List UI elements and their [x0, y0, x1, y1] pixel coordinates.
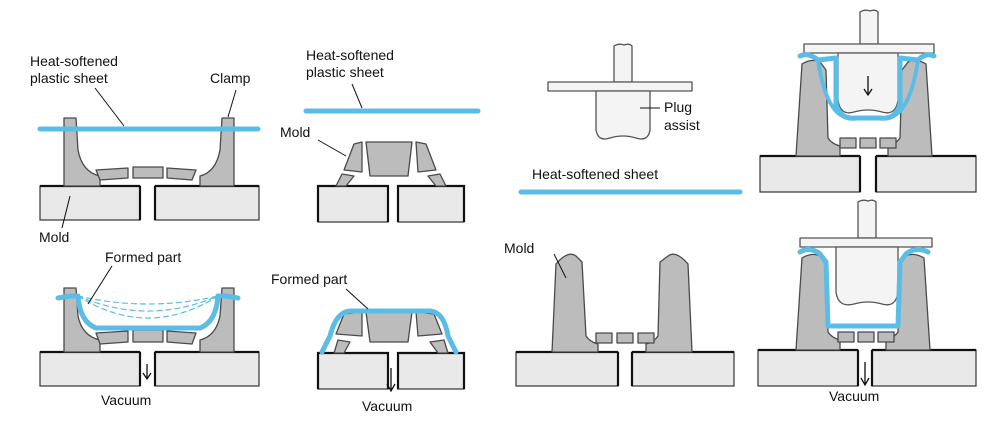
vacuum-label: Vacuum: [362, 398, 412, 414]
mold-base-right: [871, 349, 977, 387]
base-rim: [316, 351, 466, 389]
sheet-leader: [351, 83, 363, 109]
mold-cavity-block: [839, 137, 857, 149]
sheet-leader: [94, 87, 125, 127]
panel-drape-setup: Heat-softened plastic sheet Mold: [280, 47, 481, 223]
plug-rod: [613, 43, 633, 83]
mold-foot-left: [333, 339, 351, 354]
formed-sheet: [797, 246, 931, 329]
panel-plug-pressing: [759, 9, 977, 193]
mold-piece-left: [343, 141, 363, 173]
vacuum-arrow: [142, 364, 152, 381]
mold-base-right: [397, 185, 465, 223]
sheet-stage-dashed: [77, 295, 219, 312]
plug-plate: [803, 43, 935, 54]
sheet-label: Heat-softened: [306, 47, 394, 63]
formed-label: Formed part: [105, 249, 181, 265]
mold-foot-left: [335, 173, 355, 187]
mold-base-right: [631, 351, 735, 387]
sheet-stage-dashed: [77, 295, 219, 305]
mold-cavity-block: [837, 331, 855, 343]
mold-label: Mold: [504, 240, 534, 256]
sheet-label: plastic sheet: [30, 70, 108, 86]
sheet-label: plastic sheet: [306, 64, 384, 80]
mold-cavity-block: [132, 329, 164, 343]
mold-base-left: [757, 349, 859, 387]
formed-label: Formed part: [271, 271, 347, 287]
plug-plate: [799, 237, 933, 248]
plug-label: assist: [664, 117, 700, 133]
stretched-sheet: [816, 58, 920, 120]
sheet-label: Heat-softened sheet: [532, 166, 658, 182]
mold-base-right: [154, 185, 260, 221]
mold-cavity-block: [616, 332, 634, 344]
panel-plug-setup: Plug assist Heat-softened sheet Mold: [504, 43, 743, 387]
mold-base-left: [39, 185, 141, 221]
mold-cavity-block: [637, 332, 655, 344]
plug-down-arrow: [863, 76, 873, 97]
mold-cavity-block: [859, 137, 877, 149]
mold-wall-left: [63, 287, 101, 353]
mold-piece-center: [365, 141, 413, 177]
mold-foot-right: [427, 173, 447, 187]
mold-cavity-block: [166, 330, 197, 345]
vacuum-label: Vacuum: [829, 388, 879, 404]
plug-plate: [547, 81, 693, 92]
mold-base-left: [317, 352, 389, 390]
mold-base-left: [39, 351, 141, 387]
mold-foot-right: [429, 339, 449, 354]
panel-vacuum-formed: Formed part Vacuum: [39, 249, 260, 408]
mold-leader: [317, 139, 347, 157]
vacuum-arrow: [386, 368, 396, 393]
mold-cavity-block: [132, 166, 164, 179]
mold-wall-left: [63, 117, 101, 187]
mold-wall-left: [795, 253, 841, 351]
mold-cavity-block: [595, 332, 613, 344]
mold-cavity-block: [879, 137, 897, 149]
plug-body: [595, 90, 651, 140]
mold-base-right: [397, 352, 465, 390]
vacuum-arrow: [860, 362, 870, 387]
mold-wall-right: [885, 253, 931, 351]
panel-drape-formed: Formed part Vacuum: [271, 271, 466, 414]
mold-leader: [553, 253, 567, 279]
mold-cavity-block: [95, 167, 129, 181]
mold-base-left: [759, 155, 861, 193]
mold-wall-right: [199, 117, 235, 187]
formed-sheet: [319, 308, 459, 355]
clamp-leader: [227, 89, 237, 118]
stretched-sheet: [797, 52, 937, 121]
formed-leader: [87, 265, 113, 305]
plug-rod: [859, 9, 879, 45]
mold-cavity-block: [877, 331, 895, 343]
mold-piece-center: [365, 311, 413, 343]
mold-base-right: [875, 155, 977, 193]
mold-piece-right: [415, 141, 437, 173]
mold-wall-left: [551, 253, 599, 353]
formed-sheet: [55, 293, 241, 331]
plug-body: [835, 246, 899, 306]
mold-wall-right: [645, 253, 693, 353]
formed-leader: [345, 288, 369, 310]
mold-label: Mold: [39, 229, 69, 245]
sheet-stage-dashed: [77, 295, 219, 319]
mold-label: Mold: [280, 124, 310, 140]
base-rim: [316, 184, 466, 222]
mold-base-left: [317, 185, 389, 223]
plug-rod: [857, 199, 877, 239]
panel-plug-vacuum: Vacuum: [757, 199, 977, 404]
sheet-label: Heat-softened: [30, 53, 118, 69]
mold-wall-right: [199, 287, 235, 353]
plug-label: Plug: [664, 99, 692, 115]
mold-cavity-block: [857, 331, 875, 343]
mold-base-right: [154, 351, 260, 387]
mold-leader: [61, 195, 71, 229]
vacuum-label: Vacuum: [101, 392, 151, 408]
mold-cavity-block: [166, 167, 197, 181]
panel-vacuum-setup: Heat-softened plastic sheet Clamp Mold: [30, 53, 261, 245]
clamp-label: Clamp: [210, 70, 251, 86]
mold-base-left: [515, 351, 619, 387]
mold-cavity-block: [95, 330, 129, 345]
